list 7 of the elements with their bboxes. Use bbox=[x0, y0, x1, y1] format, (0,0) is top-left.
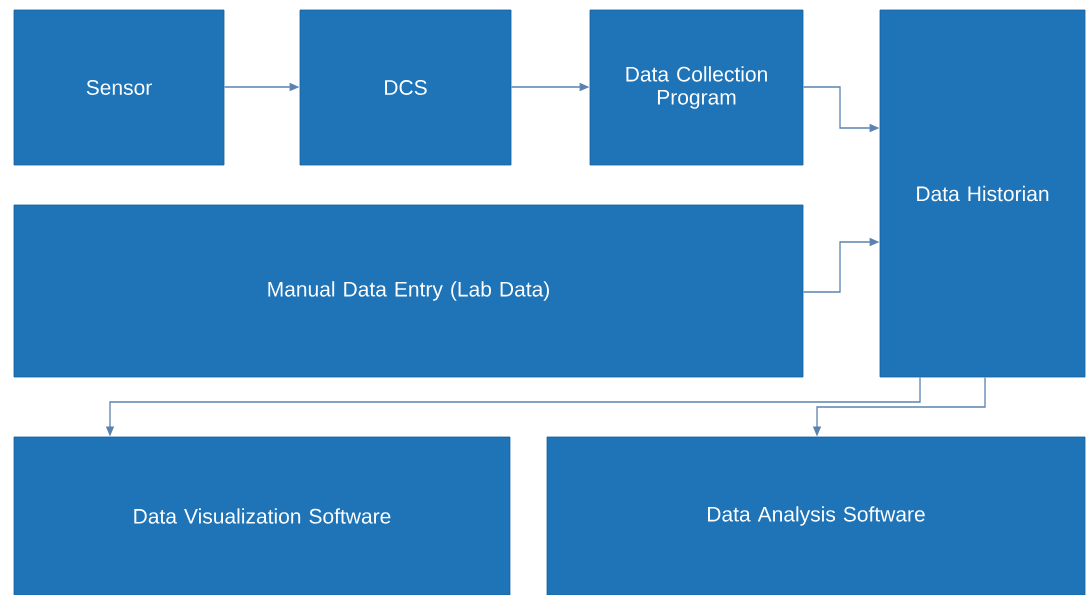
process-box: Data Historian bbox=[879, 9, 1086, 378]
process-box: Data Visualization Software bbox=[13, 436, 511, 595]
process-box: DCS bbox=[299, 9, 512, 166]
process-box: Data Analysis Software bbox=[546, 436, 1086, 595]
process-box: Data Collection Program bbox=[589, 9, 804, 166]
process-box: Manual Data Entry (Lab Data) bbox=[13, 204, 804, 378]
process-box: Sensor bbox=[13, 9, 225, 166]
